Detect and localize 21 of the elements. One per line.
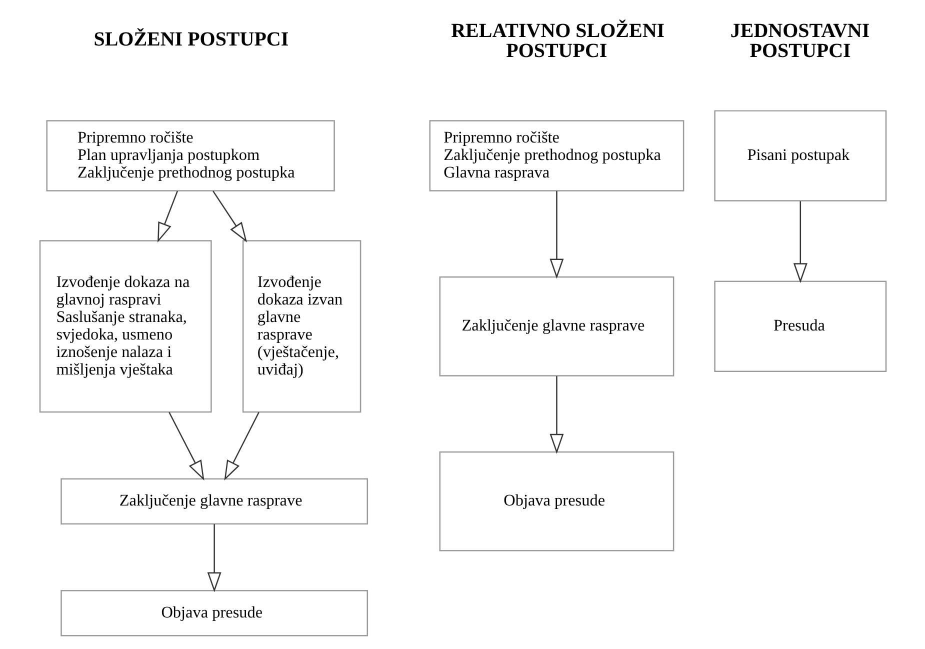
node-box: Presuda: [714, 280, 886, 372]
arrow: [157, 190, 178, 243]
node-box: Izvođenje dokaza izvan glavne rasprave (vještačenje, uviđaj): [242, 240, 361, 413]
arrow: [206, 524, 221, 592]
arrow: [224, 412, 259, 481]
node-box: Pripremno ročište Zaključenje prethodnog postupka Glavna rasprava: [428, 120, 684, 192]
node-box: Pisani postupak: [714, 110, 886, 202]
node-box: Zaključenje glavne rasprave: [438, 276, 674, 376]
node-box: Zaključenje glavne rasprave: [60, 478, 368, 524]
node-box: Objava presude: [438, 451, 674, 552]
node-box: Izvođenje dokaza na glavnoj raspravi Saslušanje stranaka, svjedoka, usmeno iznošenje nalaza i mišljenja vještaka: [38, 240, 212, 413]
arrow: [792, 201, 807, 284]
label: RELATIVNO SLOŽENI POSTUPCI: [450, 20, 664, 62]
arrow: [549, 376, 564, 454]
arrow: [212, 190, 247, 242]
node-box: Objava presude: [60, 590, 368, 636]
arrow: [549, 191, 564, 279]
label: SLOŽENI POSTUPCI: [93, 28, 288, 51]
arrow: [168, 412, 204, 481]
label: JEDNOSTAVNI POSTUPCI: [730, 20, 870, 62]
node-box: Pripremno ročište Plan upravljanja postupkom Zaključenje prethodnog postupka: [46, 120, 334, 192]
